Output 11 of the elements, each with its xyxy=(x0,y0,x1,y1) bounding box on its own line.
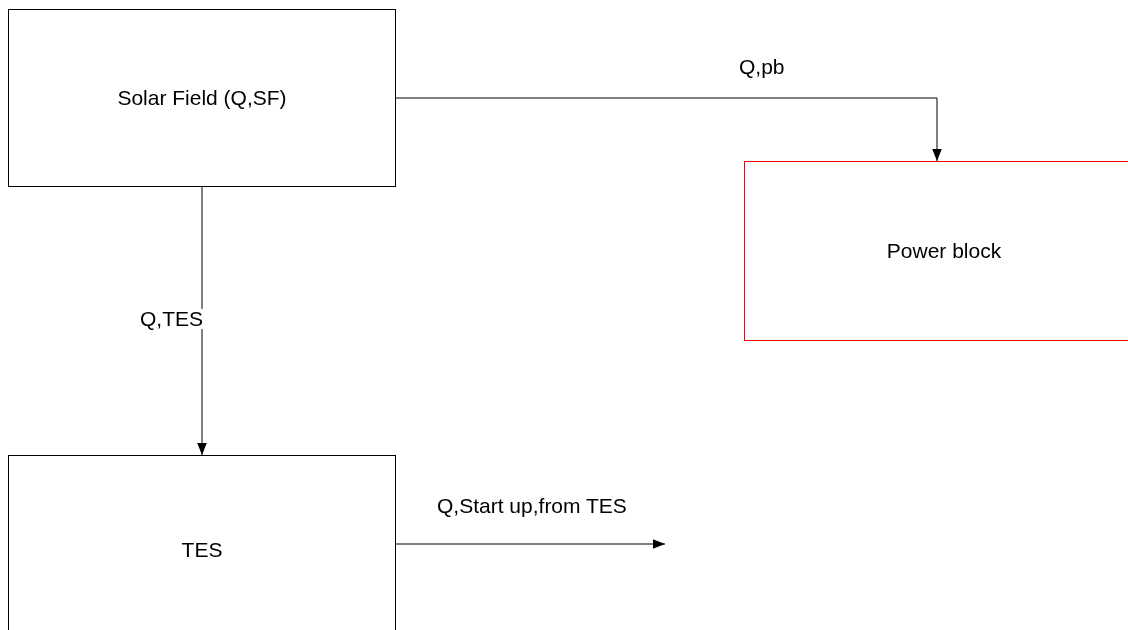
box-label: Solar Field (Q,SF) xyxy=(117,86,287,110)
arrow xyxy=(395,97,942,162)
box-label: Power block xyxy=(886,239,1002,263)
edge-label: Q,Start up,from TES xyxy=(435,496,629,516)
process-box xyxy=(744,161,1128,341)
box-label: TES xyxy=(181,538,223,562)
edge-label: Q,TES xyxy=(138,309,205,329)
arrow xyxy=(395,539,666,549)
arrow xyxy=(197,186,207,456)
process-box xyxy=(8,455,396,630)
process-box xyxy=(8,9,396,187)
